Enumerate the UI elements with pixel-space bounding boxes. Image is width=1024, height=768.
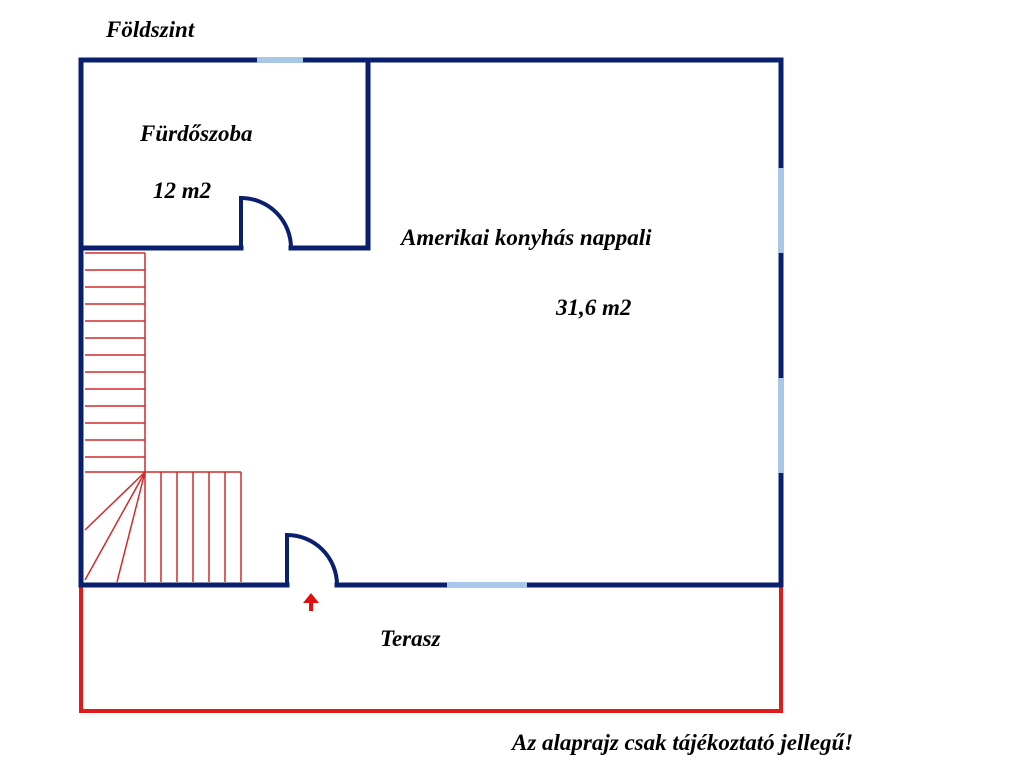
stair-winder bbox=[116, 471, 146, 583]
living-room-area: 31,6 m2 bbox=[555, 295, 631, 320]
terrace-outline bbox=[79, 583, 783, 713]
bathroom-door bbox=[239, 195, 293, 249]
bathroom-area: 12 m2 bbox=[153, 178, 211, 203]
disclaimer: Az alaprajz csak tájékoztató jellegű! bbox=[510, 730, 853, 755]
stair-winder bbox=[84, 471, 146, 531]
bathroom-name: Fürdőszoba bbox=[139, 121, 252, 146]
entrance-arrow-icon bbox=[303, 593, 319, 611]
terrace-name: Terasz bbox=[380, 626, 441, 651]
stair-winder bbox=[84, 471, 146, 581]
living-room-name: Amerikai konyhás nappali bbox=[399, 225, 652, 250]
windows bbox=[257, 57, 784, 588]
floor-title: Földszint bbox=[105, 17, 195, 42]
walls bbox=[78, 57, 784, 588]
entrance-door bbox=[285, 532, 339, 586]
staircase bbox=[84, 252, 242, 583]
